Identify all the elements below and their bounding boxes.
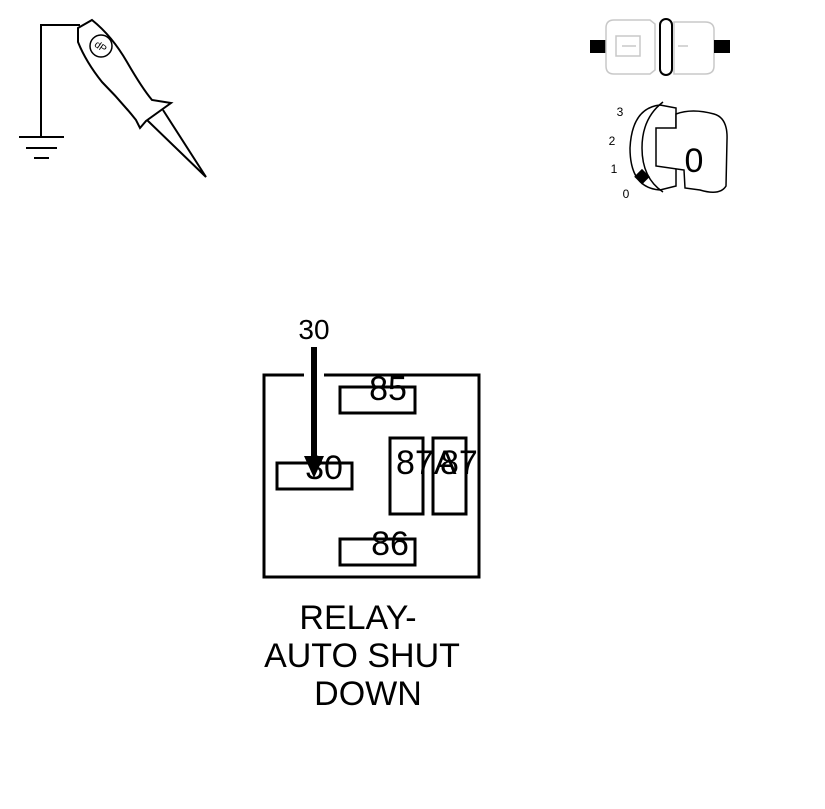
ignition-position-0: 0 xyxy=(623,187,630,201)
relay-pin-30-arrow-head xyxy=(304,456,324,478)
test-probe-icon: dP xyxy=(77,18,207,178)
relay-title-line-1: RELAY- xyxy=(299,599,416,637)
relay-pin-87a-terminal xyxy=(388,436,425,516)
relay-title-line-3: DOWN xyxy=(314,675,422,713)
relay-body xyxy=(262,373,481,579)
ignition-position-1: 1 xyxy=(611,162,618,176)
ignition-position-2: 2 xyxy=(609,134,616,148)
relay-title-line-2: AUTO SHUT xyxy=(264,637,460,675)
ignition-position-3: 3 xyxy=(617,105,624,119)
relay-pin-85-label: 85 xyxy=(369,370,407,408)
relay-pin-87-label: 87 xyxy=(440,444,478,482)
ignition-switch-icon: 3 2 1 0 0 xyxy=(609,101,728,201)
ignition-key-label: 0 xyxy=(685,142,704,180)
relay-pin-87-terminal xyxy=(431,436,468,516)
connector-icon xyxy=(590,18,730,76)
relay-symbol: 30 85 30 87A 87 86 RELAY- AUTO SHUT DOWN xyxy=(262,314,481,713)
relay-pin-86-terminal xyxy=(338,537,417,567)
relay-pin-85-terminal xyxy=(338,385,417,415)
ground-symbol xyxy=(19,24,80,159)
relay-pin-30-top-label: 30 xyxy=(298,314,329,345)
relay-pin-86-label: 86 xyxy=(371,525,409,563)
relay-pin-87a-label: 87A xyxy=(396,444,457,482)
